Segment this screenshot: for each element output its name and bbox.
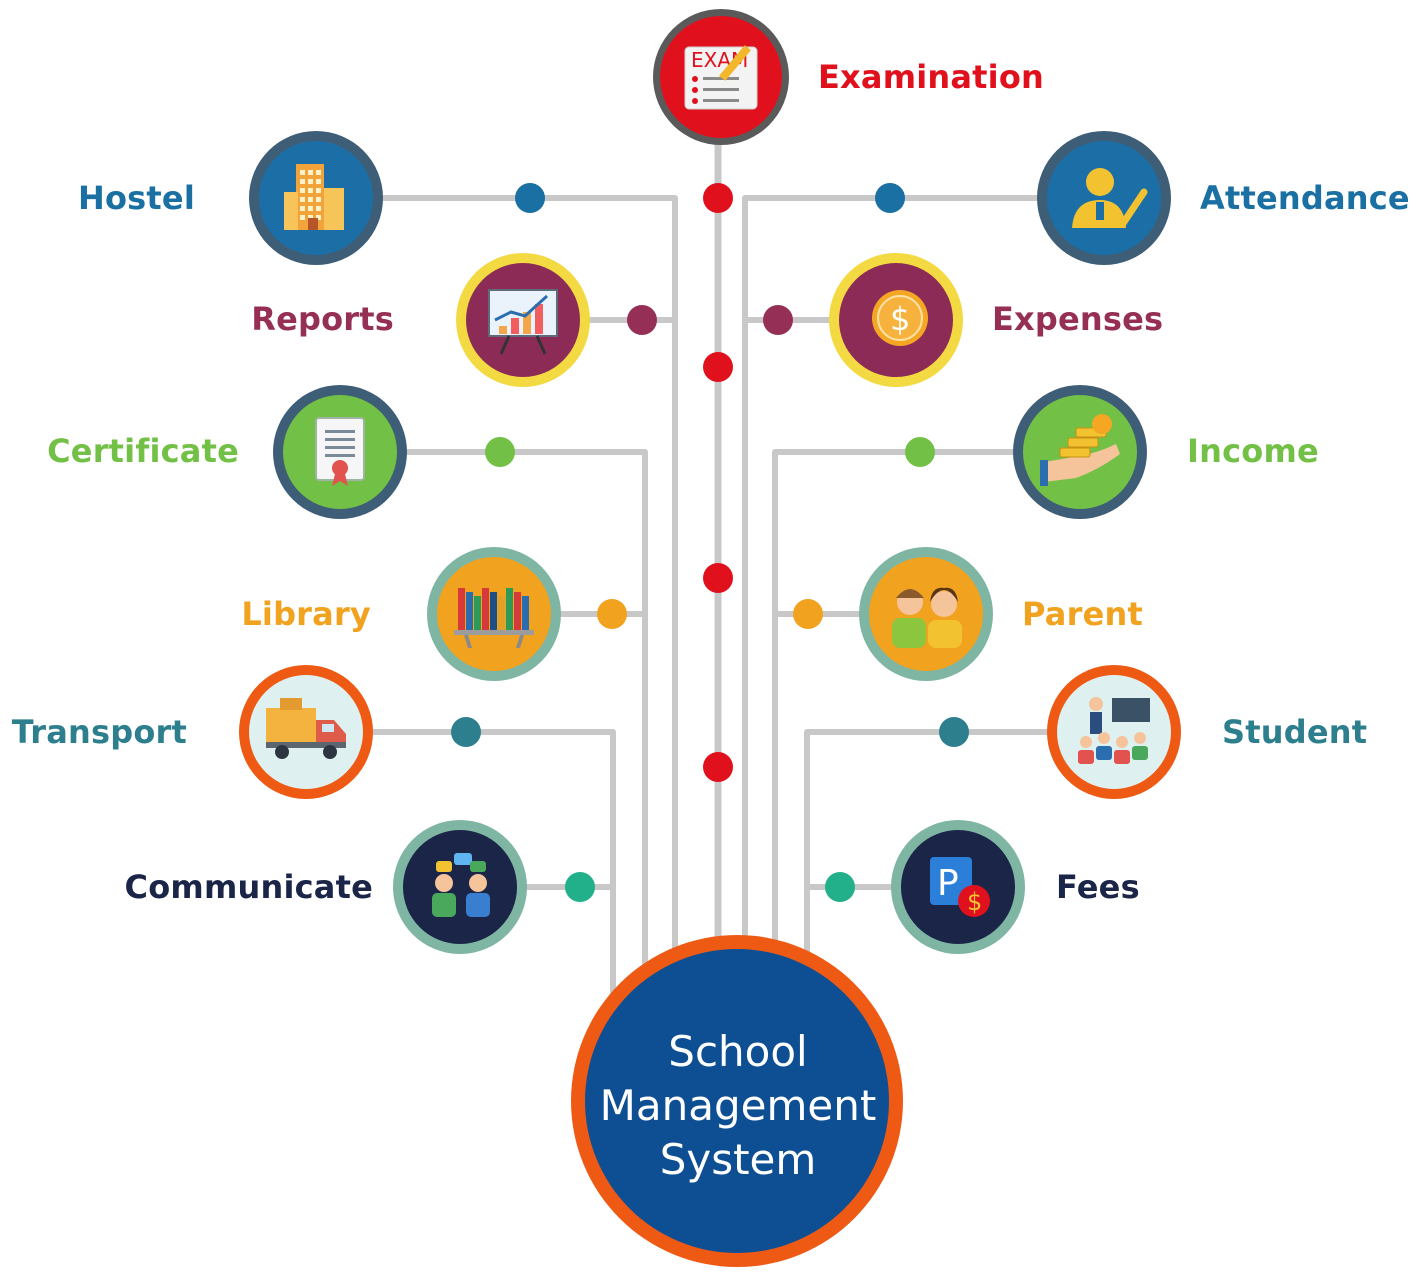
center-title: School Management System (573, 1025, 903, 1187)
connector-parent (772, 611, 862, 1000)
fees-parking-payment-icon: P$ (930, 857, 990, 917)
connector-dot-communicate (565, 872, 595, 902)
label-fees: Fees (1056, 868, 1140, 906)
node-library (427, 547, 561, 681)
connector-dot-student (939, 717, 969, 747)
module-nodes: EXAM$P$ (239, 9, 1181, 954)
connector-dot-fees (825, 872, 855, 902)
connector-library (558, 611, 648, 1000)
connector-dot-transport (451, 717, 481, 747)
attendance-check-icon (1072, 168, 1148, 228)
center-title-line-1: School (668, 1027, 808, 1076)
label-parent: Parent (1022, 595, 1143, 633)
exam-icon: EXAM (684, 45, 758, 110)
fees-p-letter: P (937, 863, 959, 904)
reports-chart-icon (488, 289, 558, 355)
label-reports: Reports (251, 300, 394, 338)
node-income (1013, 385, 1147, 519)
income-money-hand-icon (1040, 414, 1120, 486)
node-parent (859, 547, 993, 681)
node-certificate (273, 385, 407, 519)
spine-dot-1 (703, 183, 733, 213)
connector-communicate (524, 884, 616, 1000)
node-communicate-disc (403, 830, 517, 944)
node-hostel (249, 131, 383, 265)
exam-pencil (719, 45, 751, 81)
connector-dot-hostel (515, 183, 545, 213)
center-title-line-2: Management (599, 1081, 877, 1130)
spine-dots (703, 183, 733, 782)
label-transport: Transport (11, 713, 187, 751)
connector-expenses (742, 317, 832, 1000)
spine-dot-4 (703, 752, 733, 782)
connector-dot-expenses (763, 305, 793, 335)
label-certificate: Certificate (47, 432, 239, 470)
connector-reports (587, 317, 678, 1000)
module-dots (451, 183, 969, 902)
node-attendance (1037, 131, 1171, 265)
center-disc (585, 949, 889, 1253)
certificate-icon (315, 417, 365, 486)
node-expenses: $ (829, 253, 963, 387)
label-examination: Examination (818, 58, 1045, 96)
label-student: Student (1222, 713, 1368, 751)
center-title-line-3: System (659, 1135, 817, 1184)
label-communicate: Communicate (124, 868, 373, 906)
node-student (1047, 665, 1181, 799)
node-communicate (393, 820, 527, 954)
connector-dot-reports (627, 305, 657, 335)
node-transport (239, 665, 373, 799)
dollar-sign: $ (890, 300, 910, 338)
connector-dot-library (597, 599, 627, 629)
student-classroom-icon (1078, 697, 1150, 764)
node-student-disc (1057, 675, 1171, 789)
node-examination: EXAM (653, 9, 789, 145)
connector-dot-parent (793, 599, 823, 629)
connector-dot-income (905, 437, 935, 467)
hostel-building-icon (284, 164, 344, 230)
expenses-coin-icon: $ (872, 290, 928, 346)
label-attendance: Attendance (1200, 179, 1410, 217)
label-hostel: Hostel (78, 179, 195, 217)
label-expenses: Expenses (992, 300, 1164, 338)
label-income: Income (1187, 432, 1319, 470)
connector-dot-attendance (875, 183, 905, 213)
node-parent-disc (869, 557, 983, 671)
spine-dot-3 (703, 563, 733, 593)
center-node (571, 935, 903, 1267)
connector-dot-certificate (485, 437, 515, 467)
library-books-icon (454, 588, 534, 648)
transport-truck-icon (266, 698, 346, 759)
communicate-chat-icon (432, 853, 490, 917)
label-library: Library (241, 595, 371, 633)
spine-dot-2 (703, 352, 733, 382)
node-fees: P$ (891, 820, 1025, 954)
fees-dollar: $ (967, 888, 982, 916)
parent-couple-icon (892, 587, 962, 648)
node-reports (456, 253, 590, 387)
